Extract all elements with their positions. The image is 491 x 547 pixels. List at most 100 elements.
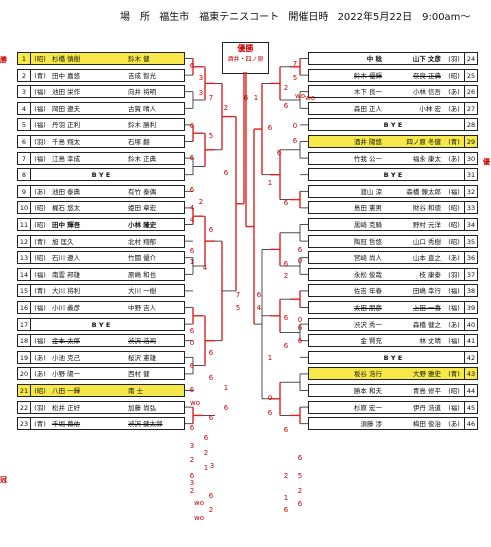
club-code: (昭)	[34, 55, 46, 63]
player-name: 山本 直之	[412, 254, 441, 263]
club-code: (福)	[34, 337, 46, 346]
match-score: wo	[305, 94, 315, 102]
club-code: (青)	[34, 420, 46, 429]
match-score: 6	[209, 414, 214, 422]
club-code: (青)	[34, 287, 46, 296]
club-code: (青)	[448, 138, 460, 146]
draw-number: 29	[464, 136, 477, 147]
match-score: 6	[257, 291, 262, 299]
draw-number: 28	[464, 119, 477, 131]
draw-number: 43	[464, 368, 477, 380]
draw-entry: 5(福)丹羽 正利鈴木 勝利	[17, 118, 185, 132]
draw-number: 40	[464, 318, 477, 330]
draw-entry: 35(昭)陶冠 哲悠山口 秀樹	[308, 234, 478, 248]
player-name: 吉成 智光	[128, 71, 157, 80]
club-code: (青)	[34, 237, 46, 246]
draw-number: 16	[18, 302, 31, 313]
player-name: 佐吉 年春	[353, 287, 382, 296]
match-score: 1	[254, 94, 258, 102]
match-score: 6	[224, 169, 229, 177]
draw-entry: 30(あ)竹我 公一福永 康太	[308, 151, 478, 165]
match-score: 1	[268, 354, 272, 362]
match-score: 5	[236, 304, 240, 312]
player-name: 酒井 陽悠	[353, 138, 382, 146]
match-score: 7	[236, 291, 240, 299]
player-name: 中 稔	[366, 55, 382, 63]
match-score: 2	[199, 198, 203, 206]
club-code: (昭)	[448, 221, 460, 229]
player-name: 鈴木 優輝	[353, 71, 382, 80]
club-code: (あ)	[448, 320, 460, 329]
player-name: 山下 文彦	[412, 55, 441, 63]
match-score: 6	[284, 314, 289, 322]
player-name: 南 士	[128, 387, 144, 395]
player-name: 小野 陽一	[52, 370, 81, 379]
player-name: 田嶋 幸行	[412, 287, 441, 296]
match-score: 6	[284, 260, 289, 268]
match-score: 2	[284, 272, 288, 280]
club-code: (あ)	[448, 154, 460, 163]
draw-entry: 11(昭)田中 輝吾小林 隆史	[17, 218, 185, 231]
draw-entry: 22(羽)松井 正好加藤 尚弘	[17, 400, 185, 414]
place-label: 場 所	[120, 12, 150, 23]
match-score: 3	[190, 442, 194, 450]
match-score: 2	[284, 472, 288, 480]
player-name: 有竹 泰偶	[128, 187, 157, 196]
draw-number: 24	[464, 53, 477, 64]
match-score: 6	[209, 374, 214, 382]
player-name: 大川 将利	[52, 287, 81, 296]
draw-entry: 14(福)南雲 邦雄原嶋 和也	[17, 267, 185, 281]
match-score: 6	[224, 404, 229, 412]
player-name: 江島 幸成	[52, 154, 81, 163]
place-name: 福生市 福東テニスコート	[159, 12, 280, 23]
draw-entry: 45(福)杉原 宏一伊丹 浩道	[308, 400, 478, 414]
club-code: (羽)	[34, 138, 46, 146]
draw-number: 4	[18, 102, 31, 114]
player-name: 森橋 健之	[412, 320, 441, 329]
player-name: 向井 将明	[128, 88, 157, 97]
club-code: (福)	[34, 270, 46, 279]
club-code: (福)	[34, 88, 46, 97]
match-score: 0	[268, 394, 272, 402]
club-code: (福)	[448, 337, 460, 346]
badge-left-top: 勝	[0, 56, 7, 64]
bye-label: B Y E	[91, 320, 111, 329]
badge-left-mid: 冠	[0, 476, 7, 484]
match-score: 2	[284, 84, 288, 92]
player-name: 竹闘 優介	[128, 254, 157, 263]
match-score: 6	[190, 247, 195, 255]
player-name: 小林 隆史	[128, 221, 157, 229]
player-name: 加藤 尚弘	[128, 403, 157, 412]
draw-number: 35	[464, 235, 477, 247]
match-score: 3	[210, 462, 214, 470]
match-score: 1	[204, 464, 208, 472]
player-name: 林 丈晴	[419, 337, 441, 346]
club-code: (昭)	[34, 204, 46, 213]
match-score: 2	[190, 456, 194, 464]
club-code: (昭)	[34, 221, 46, 229]
draw-number: 44	[464, 385, 477, 396]
club-code: (羽)	[448, 270, 460, 279]
draw-entry: 12(青)旭 匡久北村 翔郁	[17, 234, 185, 248]
player-name: 金本 太郎	[52, 337, 81, 346]
draw-number: 41	[464, 335, 477, 347]
club-code: (昭)	[448, 204, 460, 213]
match-score: 2	[298, 487, 302, 495]
player-name: 宮崎 尚人	[353, 254, 382, 263]
player-name: 島田 憲男	[353, 204, 382, 213]
club-code: (昭)	[448, 71, 460, 80]
draw-number: 10	[18, 202, 31, 214]
draw-number: 39	[464, 302, 477, 313]
draw-number: 37	[464, 268, 477, 280]
player-name: 池田 栄作	[52, 88, 81, 97]
player-name: 野村 元洋	[412, 221, 441, 229]
club-code: (福)	[448, 287, 460, 296]
match-score: 6	[209, 492, 214, 500]
match-score: 6	[268, 124, 273, 132]
match-score: 6	[293, 137, 298, 145]
draw-number: 33	[464, 202, 477, 214]
draw-number: 13	[18, 252, 31, 264]
